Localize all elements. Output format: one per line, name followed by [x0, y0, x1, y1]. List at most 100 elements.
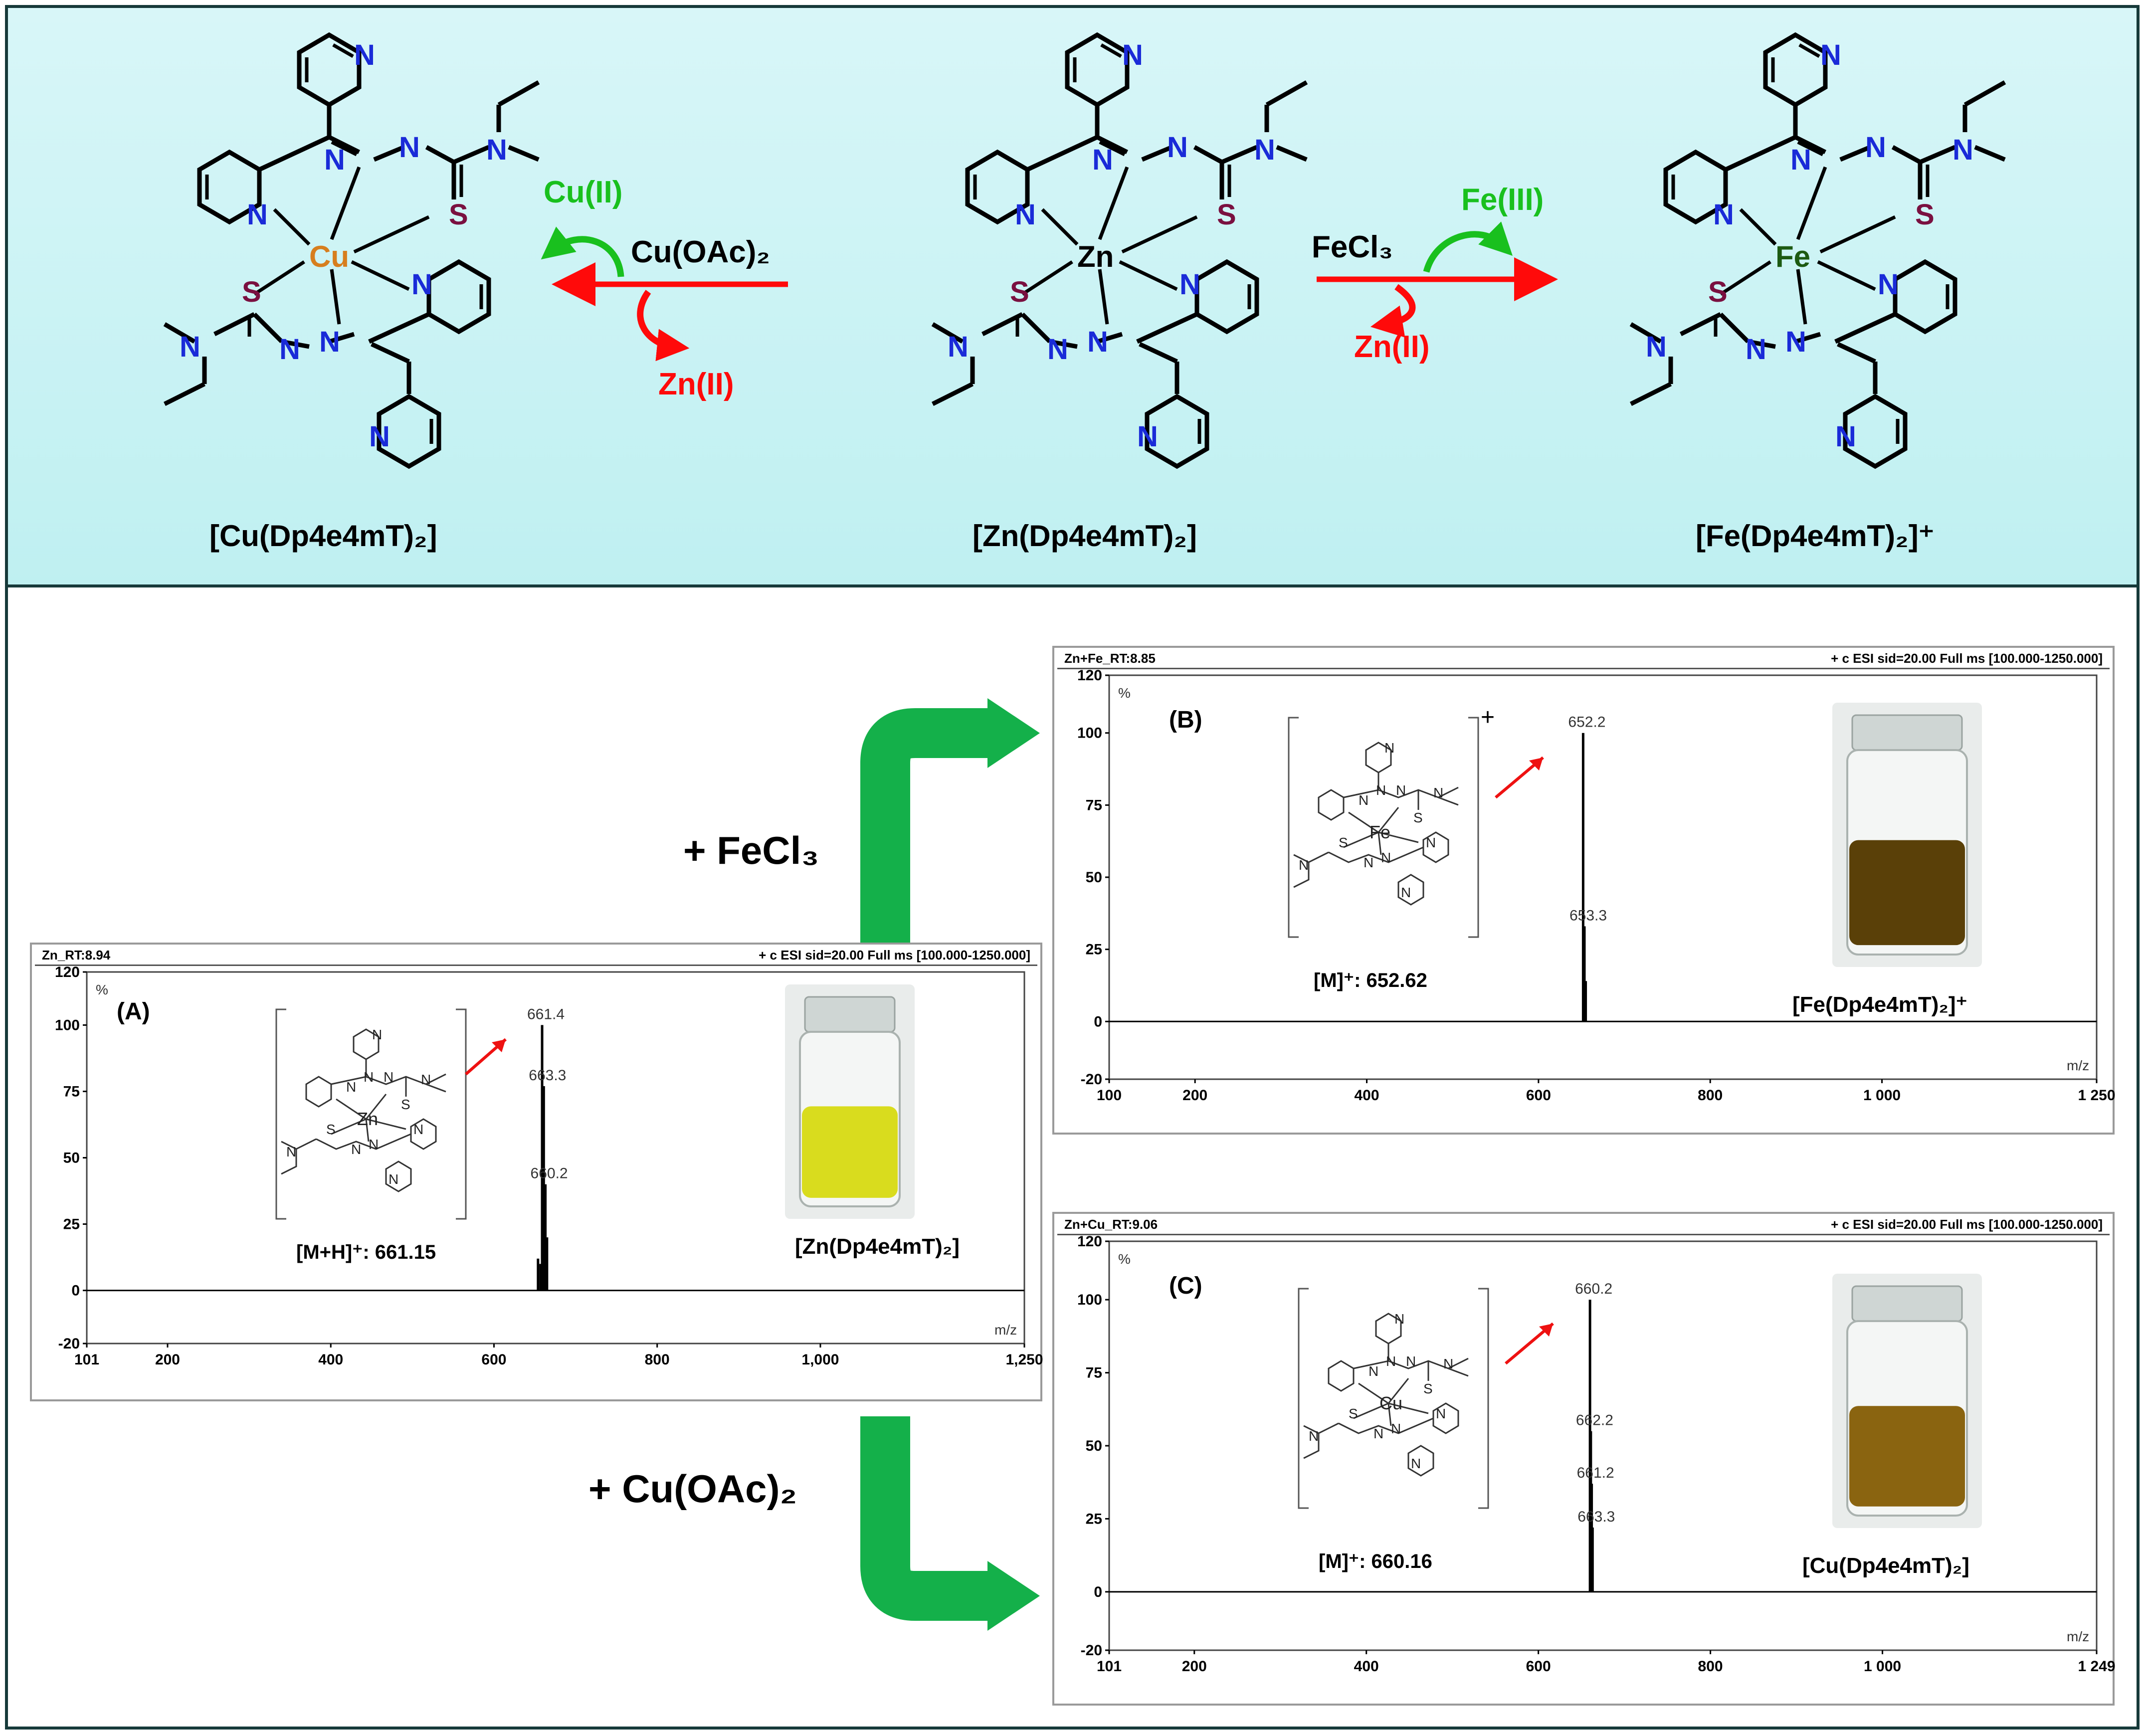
fe-metal-label: Fe — [1775, 240, 1810, 273]
mini-right-pyridine — [1432, 1402, 1459, 1434]
panel-label: (C) — [1169, 1273, 1202, 1299]
spectrum-b-header-right: + c ESI sid=20.00 Full ms [100.000-1250.… — [1831, 651, 2103, 666]
y-tick-label: 0 — [1094, 1013, 1102, 1030]
left-reagent-label: Cu(OAc)₂ — [631, 235, 770, 269]
x-tick-label: 600 — [1526, 1087, 1551, 1104]
fe-in-label: Fe(III) — [1461, 183, 1544, 217]
peak-label: 652.2 — [1568, 714, 1605, 731]
vial-photo-label: [Fe(Dp4e4mT)₂]⁺ — [1792, 992, 1967, 1017]
x-axis-label: m/z — [994, 1322, 1017, 1338]
mini-atom-label: N — [346, 1079, 356, 1095]
mini-lower-ethyl — [1303, 1422, 1339, 1459]
mini-atom-label: N — [1391, 1421, 1401, 1436]
mini-left-pyridine — [1318, 789, 1345, 821]
spectrum-a-header-right: + c ESI sid=20.00 Full ms [100.000-1250.… — [759, 948, 1030, 963]
peak-pointer-arrowhead — [1529, 758, 1543, 771]
mini-atom-label: N — [351, 1142, 361, 1157]
y-tick-label: 0 — [1094, 1584, 1102, 1600]
peak-pointer-arrowhead — [492, 1039, 506, 1052]
mini-chain — [331, 1076, 426, 1085]
mini-metal-bonds — [1343, 807, 1419, 855]
spectrum-b-header-left: Zn+Fe_RT:8.85 — [1064, 651, 1156, 666]
mini-atom-label: N — [1364, 855, 1373, 870]
mini-lower-ethyl — [1293, 851, 1329, 888]
fecl3-step-label: + FeCl₃ — [683, 828, 819, 872]
cu-complex-label: [Cu(Dp4e4mT)₂] — [209, 519, 437, 553]
mini-atom-label: N — [1368, 1363, 1378, 1379]
mini-atom-label: N — [389, 1171, 398, 1187]
x-tick-label: 101 — [1097, 1658, 1122, 1675]
spectrum-a: Zn_RT:8.94 + c ESI sid=20.00 Full ms [100… — [30, 943, 1043, 1401]
mini-atom-label: S — [401, 1097, 410, 1112]
x-tick-label: 200 — [1182, 1658, 1207, 1675]
panel-label: (B) — [1169, 707, 1202, 733]
y-tick-label: 75 — [63, 1083, 80, 1100]
mini-right-pyridine — [1422, 831, 1449, 863]
mini-atom-label: N — [364, 1069, 374, 1085]
cu-in-curved-arrow — [541, 226, 624, 277]
mini-chain — [1343, 789, 1439, 798]
spectrum-a-header-left: Zn_RT:8.94 — [42, 948, 111, 963]
mini-bottom-pyridine — [385, 1160, 412, 1192]
mini-ethyl — [405, 1073, 446, 1097]
mini-atom-label: N — [1436, 1406, 1446, 1421]
mini-atom-label: N — [1381, 850, 1391, 865]
x-tick-label: 1,000 — [801, 1351, 839, 1368]
x-tick-label: 200 — [155, 1351, 180, 1368]
mini-metal-bonds — [331, 1094, 406, 1142]
mini-atom-label: N — [1411, 1456, 1421, 1471]
cu-metal-label: Cu — [309, 240, 349, 273]
mini-ethyl — [1417, 786, 1459, 810]
fe-complex-structure: Fe — [1631, 35, 2005, 466]
y-axis-label: % — [1118, 685, 1131, 701]
x-tick-label: 400 — [1354, 1087, 1379, 1104]
y-tick-label: 100 — [1077, 725, 1102, 742]
zn-out-curved-arrow-right — [1370, 284, 1416, 338]
cuoac-arrow — [860, 1416, 992, 1621]
spectrum-c-header-right: + c ESI sid=20.00 Full ms [100.000-1250.… — [1831, 1217, 2103, 1232]
mini-atom-label: N — [1406, 1353, 1416, 1369]
fe-complex-label: [Fe(Dp4e4mT)₂]⁺ — [1696, 519, 1935, 553]
vial-photo-label: [Cu(Dp4e4mT)₂] — [1802, 1553, 1969, 1578]
left-zn-out-label: Zn(II) — [658, 367, 734, 401]
spectrum-c-header-left: Zn+Cu_RT:9.06 — [1064, 1217, 1158, 1232]
mini-metal-label: Cu — [1379, 1393, 1402, 1413]
process-arrows — [860, 698, 1040, 1631]
x-axis-label: m/z — [2067, 1058, 2089, 1073]
x-axis-label: m/z — [2067, 1629, 2089, 1644]
panel-label: (A) — [117, 998, 150, 1025]
zn-out-curved-arrow-left — [637, 290, 690, 362]
peak-label: 660.2 — [1575, 1281, 1612, 1297]
mini-atom-label: S — [1413, 810, 1423, 825]
peak-label: 661.2 — [1577, 1465, 1614, 1481]
mini-atom-label: N — [1433, 785, 1443, 800]
y-tick-label: 0 — [71, 1283, 80, 1299]
y-axis-label: % — [1118, 1251, 1131, 1267]
y-tick-label: 50 — [1086, 869, 1102, 886]
mini-atom-label: N — [369, 1137, 379, 1152]
y-tick-label: 50 — [63, 1150, 80, 1166]
x-tick-label: 600 — [1526, 1658, 1551, 1675]
right-reagent-label: FeCl₃ — [1312, 230, 1393, 264]
y-tick-label: 25 — [1086, 1511, 1102, 1527]
ion-label: [M]⁺: 652.62 — [1314, 969, 1427, 991]
y-tick-label: 120 — [1077, 667, 1102, 684]
vial-liquid — [1849, 1406, 1965, 1507]
vial-photo-label: [Zn(Dp4e4mT)₂] — [795, 1234, 960, 1259]
x-tick-label: 200 — [1182, 1087, 1207, 1104]
mini-atom-label: N — [1376, 782, 1386, 798]
vial-liquid — [802, 1106, 898, 1198]
cu-complex-structure: Cu — [165, 35, 539, 466]
x-tick-label: 800 — [645, 1351, 670, 1368]
mini-left-pyridine — [1328, 1360, 1355, 1392]
mini-atom-label: N — [1299, 857, 1309, 873]
peak-label: 653.3 — [1569, 907, 1607, 924]
mini-atom-label: S — [1339, 835, 1348, 850]
peak-label: 663.3 — [1577, 1509, 1615, 1525]
mini-atom-label: N — [1396, 782, 1406, 798]
mini-lower-chain — [1328, 846, 1424, 863]
